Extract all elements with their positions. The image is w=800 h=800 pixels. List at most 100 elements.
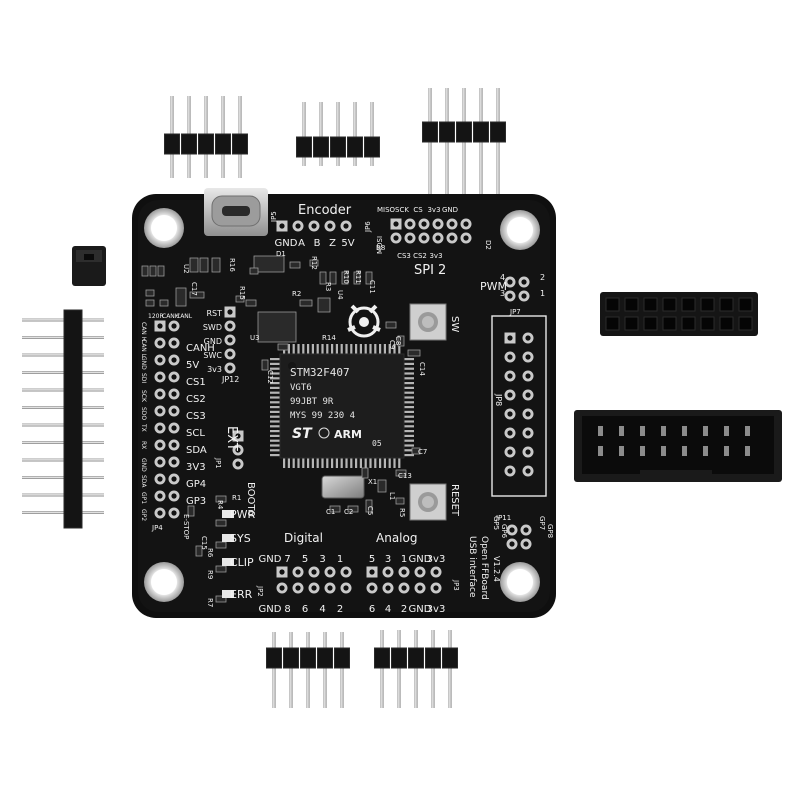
digital-top-label-4: 1	[337, 554, 343, 565]
ext-left-label-9: SDA	[140, 475, 147, 488]
header-body	[164, 133, 180, 155]
header-pin	[370, 102, 374, 166]
ext-left-label-4: SCK	[140, 390, 147, 403]
st-logo-icon: ST	[292, 426, 313, 442]
designator-r5: R5	[398, 508, 406, 517]
spi-top-label-1: SCK	[395, 206, 409, 214]
swd-label-3: SWC	[203, 351, 222, 360]
analog-title: Analog	[376, 531, 417, 545]
usb-c-connector	[204, 188, 268, 236]
mounting-holes	[144, 208, 540, 602]
header-pin	[22, 441, 104, 444]
top-header-1	[164, 96, 248, 178]
chip-line3: 99JBT 9R	[290, 397, 334, 407]
header-pin	[22, 511, 104, 514]
header-pin	[22, 423, 104, 427]
spi-bottom-label-2: 3v3	[429, 252, 442, 260]
swd-label-1: SWD	[203, 323, 222, 332]
jp7-label: JP7	[509, 308, 521, 316]
ext-right-label-6: SDA	[186, 445, 207, 456]
header-pin	[448, 630, 452, 708]
header-body	[313, 136, 329, 158]
sw-label: SW	[449, 316, 460, 332]
ext-right-label-0: CANH	[186, 343, 215, 354]
encoder-pin-label-4: 5V	[341, 238, 354, 249]
ext-left-label-6: TX	[140, 423, 147, 432]
designator-u3: U3	[250, 334, 260, 342]
mosi-label: MOSI	[376, 236, 384, 254]
header-body	[300, 647, 316, 669]
header-pin	[22, 388, 104, 392]
header-pin	[22, 493, 104, 497]
designator-c11: C11	[368, 280, 376, 294]
analog-top-label-2: 1	[401, 554, 407, 565]
encoder-pin-label-1: A	[298, 238, 305, 249]
header-body	[456, 121, 472, 143]
ext-right-label-2: CS1	[186, 377, 206, 388]
jp1-label: JP1	[214, 457, 222, 469]
left-header-12	[22, 309, 104, 529]
header-body	[215, 133, 231, 155]
spi-bottom-label-1: CS2	[413, 252, 427, 260]
ext-right-label-3: CS2	[186, 394, 206, 405]
header-body	[442, 647, 458, 669]
header-pin	[22, 458, 104, 462]
female-header-2x8	[600, 292, 758, 336]
analog-bottom-label-3: GND	[409, 604, 432, 615]
led-label-err: ERR	[230, 588, 253, 601]
swd-label-2: GND	[204, 337, 222, 346]
ffboard-logo-icon	[347, 304, 381, 338]
designator-r3: R3	[324, 282, 332, 291]
designator-c2: C2	[344, 508, 353, 516]
ext-left-label-3: SDI	[140, 373, 147, 383]
chip-line4: MYS 99 230 4	[290, 411, 355, 421]
designator-r12: R12	[310, 256, 318, 270]
digital-bottom-label-2: 6	[302, 604, 308, 615]
header-pin	[336, 102, 340, 166]
header-body	[347, 136, 363, 158]
header-body	[317, 647, 333, 669]
encoder-title: Encoder	[298, 203, 352, 218]
header-body	[63, 309, 83, 529]
designator-r1: R1	[232, 494, 241, 502]
swd-label-4: 3v3	[207, 365, 222, 374]
designator-r9: R9	[206, 570, 214, 579]
ext-left-label-8: GND	[140, 458, 147, 472]
header-pin	[22, 476, 104, 479]
ext-right-label-7: 3V3	[186, 462, 206, 473]
designator-l1: L1	[388, 492, 396, 500]
bottom-header-1	[266, 632, 350, 708]
spi-top-label-3: 3v3	[427, 206, 440, 214]
designator-x1: X1	[368, 478, 377, 486]
designator-c1: C1	[326, 508, 335, 516]
spi-top-label-2: CS	[413, 206, 423, 214]
header-body	[330, 136, 346, 158]
ext-right-label-5: SCL	[186, 428, 205, 439]
designator-d2: D2	[484, 240, 492, 250]
header-body	[334, 647, 350, 669]
sw-button[interactable]	[409, 303, 447, 341]
header-body	[181, 133, 197, 155]
header-pin	[306, 632, 310, 708]
digital-top-label-2: 5	[302, 554, 308, 565]
chip-line5: 05	[372, 439, 382, 448]
header-body	[425, 647, 441, 669]
header-body	[198, 133, 214, 155]
designator-r15: R15	[238, 286, 246, 300]
jp4-label: JP4	[151, 524, 163, 532]
designator-c13: C13	[398, 472, 412, 480]
reset-label: RESET	[449, 484, 460, 517]
ext-top-label-1: CANH	[162, 313, 179, 320]
digital-bottom-label-4: 2	[337, 604, 343, 615]
reset-button[interactable]	[409, 483, 447, 521]
header-body	[283, 647, 299, 669]
header-body	[490, 121, 506, 143]
boot-label: BOOT0	[245, 482, 256, 517]
pwm-pin-3: 1	[540, 289, 545, 298]
digital-bottom-label-0: GND	[259, 604, 282, 615]
designator-r11: R11	[354, 270, 362, 284]
spi-top-label-4: GND	[442, 206, 458, 214]
jp12-label: JP12	[221, 375, 239, 384]
header-body	[266, 647, 282, 669]
